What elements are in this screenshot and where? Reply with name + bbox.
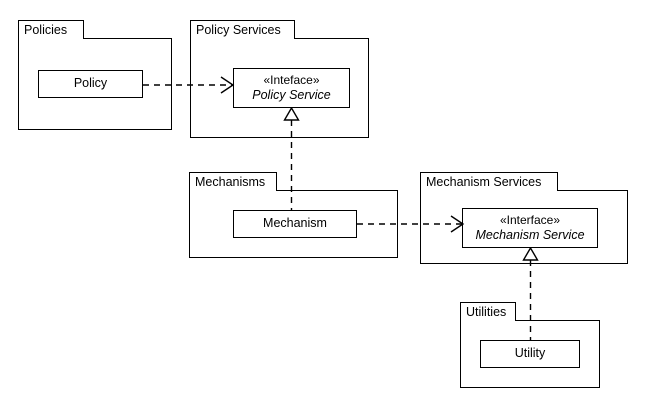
package-policies-label: Policies xyxy=(24,22,68,37)
connector-mechanism-realizes-policy-service xyxy=(275,104,309,216)
package-mechanism-services-tab: Mechanism Services xyxy=(420,172,558,191)
package-policy-services-tab: Policy Services xyxy=(190,20,295,39)
package-policies-tab: Policies xyxy=(18,20,84,39)
package-mechanisms-label: Mechanisms xyxy=(195,174,266,189)
hollow-triangle-arrowhead xyxy=(283,106,300,121)
package-utilities-tab: Utilities xyxy=(460,302,516,321)
package-mechanism-services-label: Mechanism Services xyxy=(426,174,542,189)
class-name-utility: Utility xyxy=(514,346,546,361)
connector-mechanism-uses-mechanism-service xyxy=(355,213,467,235)
interface-box-policy-service[interactable]: «Inteface» Policy Service xyxy=(233,68,350,108)
interface-name-policy-service: Policy Service xyxy=(252,87,331,102)
connector-policy-uses-policy-service xyxy=(141,74,237,96)
connector-utility-realizes-mechanism-service xyxy=(514,244,548,346)
interface-box-mechanism-service[interactable]: «Interface» Mechanism Service xyxy=(462,208,598,248)
class-box-mechanism[interactable]: Mechanism xyxy=(233,210,357,238)
interface-name-mechanism-service: Mechanism Service xyxy=(475,227,585,242)
package-utilities-label: Utilities xyxy=(466,304,507,319)
class-box-policy[interactable]: Policy xyxy=(38,70,143,98)
open-arrowhead xyxy=(220,76,235,94)
package-policy-services-label: Policy Services xyxy=(196,22,281,37)
open-arrowhead xyxy=(450,215,465,233)
class-name-policy: Policy xyxy=(73,76,108,91)
stereotype-policy-service: «Inteface» xyxy=(263,72,320,87)
stereotype-mechanism-service: «Interface» xyxy=(499,212,561,227)
hollow-triangle-arrowhead xyxy=(522,246,539,261)
class-name-mechanism: Mechanism xyxy=(263,216,327,231)
class-box-utility[interactable]: Utility xyxy=(480,340,580,368)
package-mechanisms-tab: Mechanisms xyxy=(189,172,277,191)
